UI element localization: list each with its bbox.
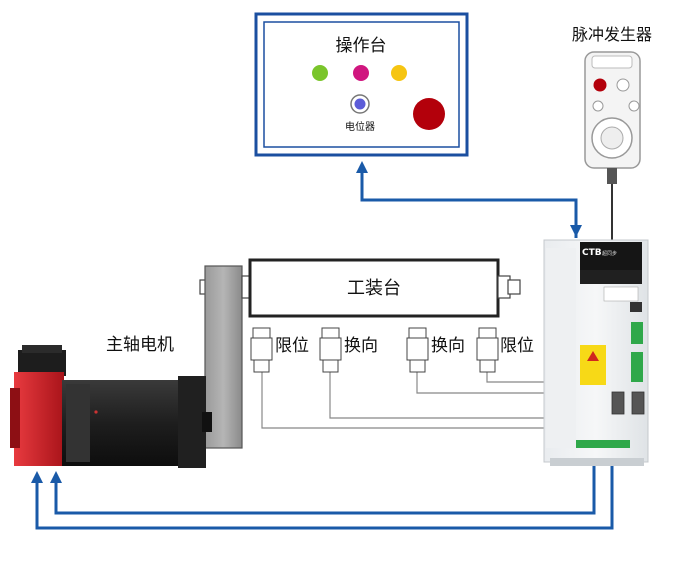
handwheel-hanger-slot <box>591 55 633 69</box>
motor-marker-dot <box>94 410 98 414</box>
drive-keypad[interactable] <box>580 270 642 284</box>
sensor-label-limit-left: 限位 <box>275 336 309 356</box>
console-title: 操作台 <box>336 36 387 56</box>
drive-brand-sub: 超同步 <box>602 250 617 257</box>
wire-limit-left <box>261 372 548 429</box>
motor-power-arrow <box>50 464 596 515</box>
motor-terminal-lid <box>22 345 62 353</box>
motor-rear-cover <box>14 372 64 466</box>
wire-reverse-left <box>329 372 548 419</box>
drive-bottom-vents <box>550 458 644 466</box>
handwheel-dial-center <box>600 126 624 150</box>
magenta-indicator-light <box>353 65 369 81</box>
sensor-limit-right: 限位 <box>476 327 534 373</box>
yellow-indicator-light <box>391 65 407 81</box>
drive-brand: CTB <box>582 248 602 258</box>
motor-shaft <box>202 412 212 432</box>
sensor-label-limit-right: 限位 <box>500 336 534 356</box>
handwheel-stop-button[interactable] <box>593 78 607 92</box>
servo-drive: CTB 超同步 <box>543 239 649 466</box>
wire-limit-right <box>486 372 548 383</box>
sensor-limit-left: 限位 <box>250 327 309 373</box>
workbench-right-stub <box>507 279 521 295</box>
handwheel-cable-gland <box>607 168 617 184</box>
drive-hazard-icon <box>587 351 599 361</box>
drive-db-port-left[interactable] <box>611 391 625 415</box>
workbench-bed <box>248 258 500 318</box>
sensor-label-reverse-left: 换向 <box>344 336 378 356</box>
workbench-label: 工装台 <box>347 278 401 299</box>
potentiometer-label: 电位器 <box>345 120 375 133</box>
sensor-label-reverse-right: 换向 <box>431 336 465 356</box>
signal-arrows <box>31 161 614 530</box>
sensor-wiring <box>261 372 548 429</box>
motor-feedback-arrow <box>31 464 614 530</box>
drive-nameplate <box>603 286 639 302</box>
workbench: 工装台 <box>199 258 521 449</box>
motor-terminal-box <box>18 350 66 376</box>
handwheel-button-far-right[interactable] <box>628 100 640 112</box>
handwheel-button-left[interactable] <box>592 100 604 112</box>
motor-front-flange <box>178 376 206 468</box>
spindle-motor-label: 主轴电机 <box>106 335 174 355</box>
pulse-generator-label: 脉冲发生器 <box>572 25 652 44</box>
drive-heatsink <box>546 248 576 448</box>
drive-bottom-terminals <box>570 440 630 448</box>
sensor-reverse-left: 换向 <box>319 327 378 373</box>
potentiometer-knob[interactable] <box>350 94 370 114</box>
motor-rear-cap <box>10 388 20 448</box>
drive-display-panel <box>580 242 642 270</box>
handwheel-button-right[interactable] <box>616 78 630 92</box>
potentiometer-center <box>354 98 366 110</box>
green-indicator-light <box>312 65 328 81</box>
emergency-stop-button[interactable] <box>413 98 445 130</box>
drive-terminal-block-2 <box>631 352 643 382</box>
drive-db-port-right[interactable] <box>631 391 645 415</box>
console-link-arrow <box>356 161 578 238</box>
spindle-motor: 主轴电机 <box>10 335 212 468</box>
drive-ethernet-port[interactable] <box>630 302 642 312</box>
wire-reverse-right <box>416 372 548 394</box>
operator-console: 操作台 电位器 <box>254 12 469 157</box>
drive-terminal-block-1 <box>631 322 643 344</box>
pulse-generator: 脉冲发生器 <box>572 25 652 240</box>
sensor-reverse-right: 换向 <box>406 327 465 373</box>
motor-housing-band <box>66 384 90 462</box>
